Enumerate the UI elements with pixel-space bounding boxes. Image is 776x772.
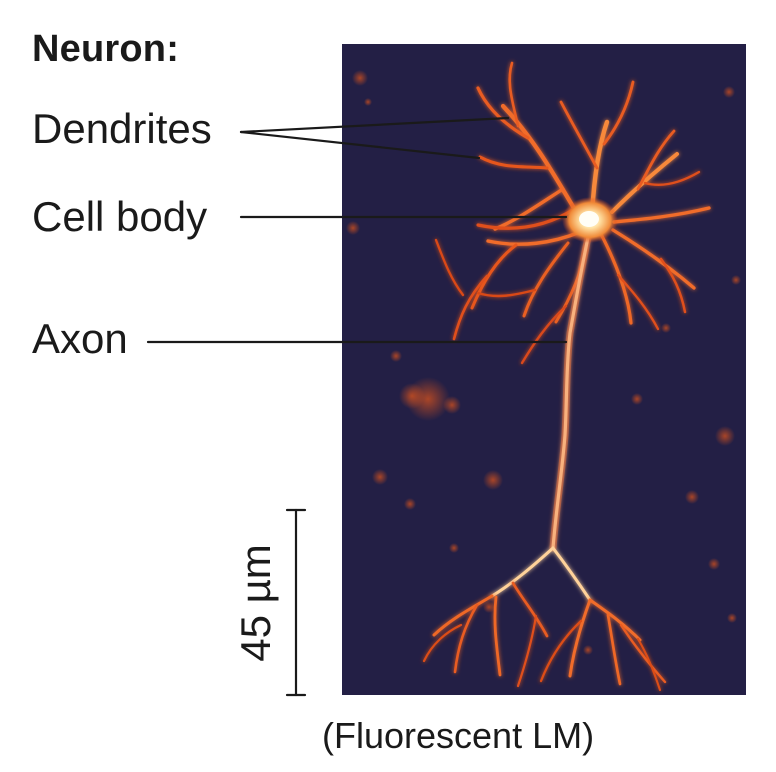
background-speckles [346, 70, 741, 655]
microscopy-caption: (Fluorescent LM) [322, 715, 595, 756]
fluorescent-neuron-micrograph [342, 44, 746, 695]
cell-body-core [579, 211, 599, 227]
scale-bar-text: 45 µm [232, 544, 279, 662]
cell-body-label: Cell body [32, 193, 208, 240]
axon-label: Axon [32, 315, 128, 362]
axon [490, 224, 594, 602]
dendrites-label: Dendrites [32, 105, 212, 152]
figure-title: Neuron: [32, 28, 180, 70]
axon-terminals [422, 581, 667, 692]
